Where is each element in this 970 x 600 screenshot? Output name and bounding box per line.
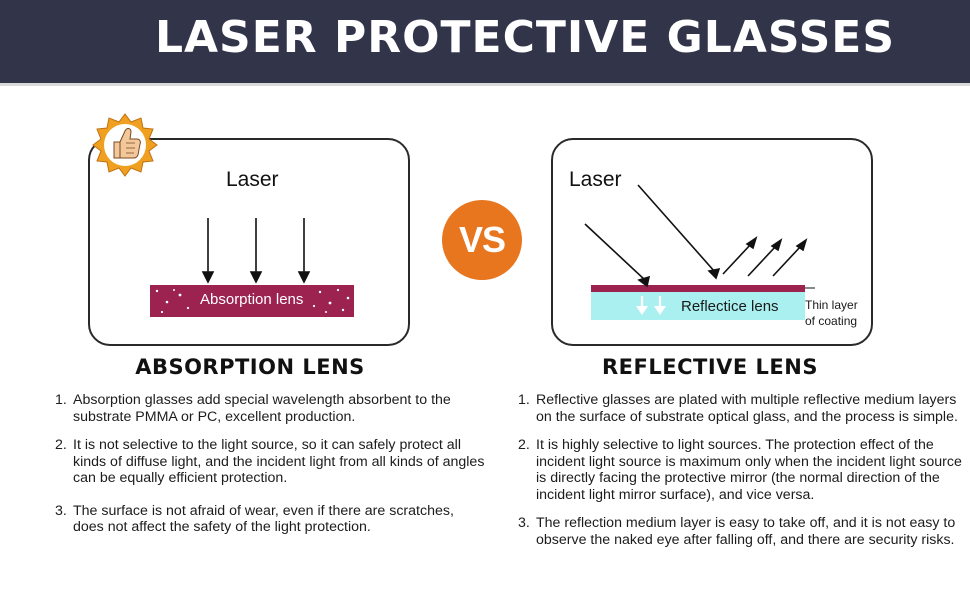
laser-label: Laser [569, 168, 622, 191]
list-item-text: The reflection medium layer is easy to t… [536, 515, 956, 548]
header-banner: LASER PROTECTIVE GLASSES [0, 0, 970, 86]
laser-label: Laser [226, 168, 279, 191]
list-item-text: It is highly selective to light sources.… [536, 437, 962, 503]
absorption-lens-label: Absorption lens [200, 291, 304, 308]
list-item: 3. The reflection medium layer is easy t… [518, 515, 968, 548]
list-item-number: 2. [518, 437, 530, 453]
vs-badge: VS [442, 200, 522, 280]
list-item-number: 2. [55, 437, 67, 453]
list-item-text: Absorption glasses add special wavelengt… [73, 392, 451, 425]
reflective-lens-title: REFLECTIVE LENS [602, 355, 818, 379]
list-item-number: 3. [518, 515, 530, 531]
absorption-lens-bar [150, 285, 354, 317]
reflective-lens-diagram-panel: Laser Reflectice lens Thin layer of co [551, 138, 873, 346]
transmitted-arrows [636, 296, 666, 315]
thumbs-up-icon [92, 113, 158, 177]
coating-label: Thin layer of coating [805, 297, 858, 329]
list-item: 1. Absorption glasses add special wavele… [55, 392, 485, 425]
list-item-number: 3. [55, 502, 67, 519]
list-item-text: Reflective glasses are plated with multi… [536, 392, 958, 425]
coating-label-line2: of coating [805, 314, 858, 328]
absorbent-particles [155, 288, 350, 314]
list-item-number: 1. [518, 392, 530, 408]
absorption-diagram [150, 218, 354, 317]
vs-text: VS [458, 219, 506, 260]
list-item: 2. It is not selective to the light sour… [55, 437, 485, 487]
coating-label-line1: Thin layer [805, 298, 858, 312]
list-item: 3. The surface is not afraid of wear, ev… [55, 503, 485, 536]
list-item-number: 1. [55, 392, 67, 408]
page-title: LASER PROTECTIVE GLASSES [154, 12, 896, 63]
reflective-diagram [584, 184, 815, 320]
incident-rays [584, 184, 721, 288]
list-item: 1. Reflective glasses are plated with mu… [518, 392, 968, 425]
list-item-text: It is not selective to the light source,… [73, 437, 485, 486]
incident-arrows [201, 218, 311, 284]
reflective-lens-label: Reflectice lens [681, 298, 779, 315]
absorption-lens-diagram-panel: Laser Absorption lens [88, 138, 410, 346]
list-item: 2. It is highly selective to light sourc… [518, 437, 968, 503]
reflective-lens-bar [591, 292, 805, 320]
coating-layer [591, 285, 805, 292]
absorption-lens-title: ABSORPTION LENS [135, 355, 365, 379]
absorption-points-list: 1. Absorption glasses add special wavele… [55, 392, 485, 548]
list-item-text: The surface is not afraid of wear, even … [73, 502, 454, 536]
reflective-points-list: 1. Reflective glasses are plated with mu… [518, 392, 968, 560]
reflected-rays [722, 236, 808, 277]
